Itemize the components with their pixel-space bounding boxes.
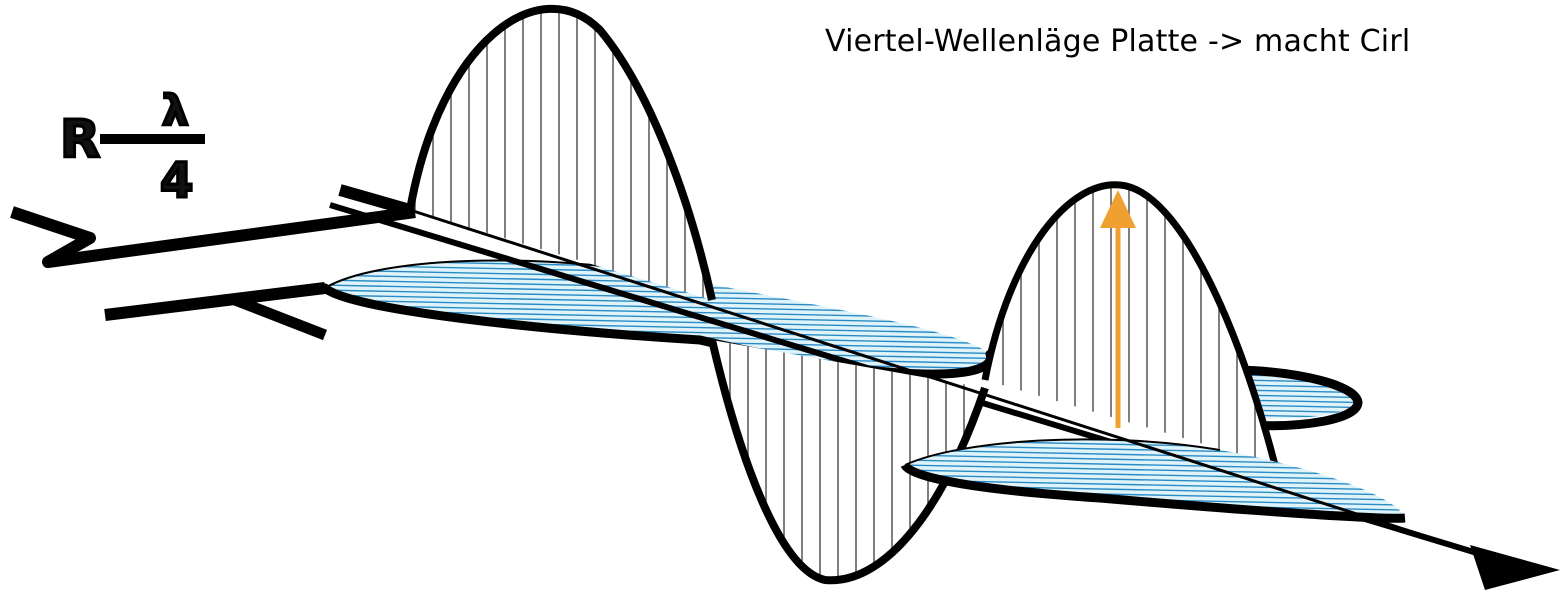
incoming-ray-bottom (104, 282, 327, 341)
formula-fraction-bar (100, 134, 205, 144)
horizontal-hatch-line (900, 530, 1410, 540)
horizontal-hatch-line (1235, 360, 1360, 363)
horizontal-hatch-line (900, 525, 1410, 535)
horizontal-hatch-line (905, 474, 1405, 486)
horizontal-wave-lobe-3 (900, 438, 1410, 540)
formula-lhs: R (60, 110, 100, 170)
horizontal-hatch-line (905, 469, 1405, 481)
horizontal-wave-lobe-2 (1235, 360, 1363, 431)
horizontal-hatch-line (905, 439, 1405, 441)
propagation-axis-front (409, 208, 1501, 562)
horizontal-hatch-line (900, 520, 1410, 530)
formula-numerator: λ (162, 86, 189, 135)
formula-r-lambda-over-4: R λ 4 (59, 85, 205, 211)
field-vector-arrow (1100, 190, 1136, 428)
formula-denominator: 4 (160, 153, 193, 209)
incoming-ray-top (10, 184, 416, 268)
horizontal-hatch-line (905, 479, 1405, 491)
caption-text: Viertel-Wellenläge Platte -> macht Cirl (825, 24, 1411, 59)
